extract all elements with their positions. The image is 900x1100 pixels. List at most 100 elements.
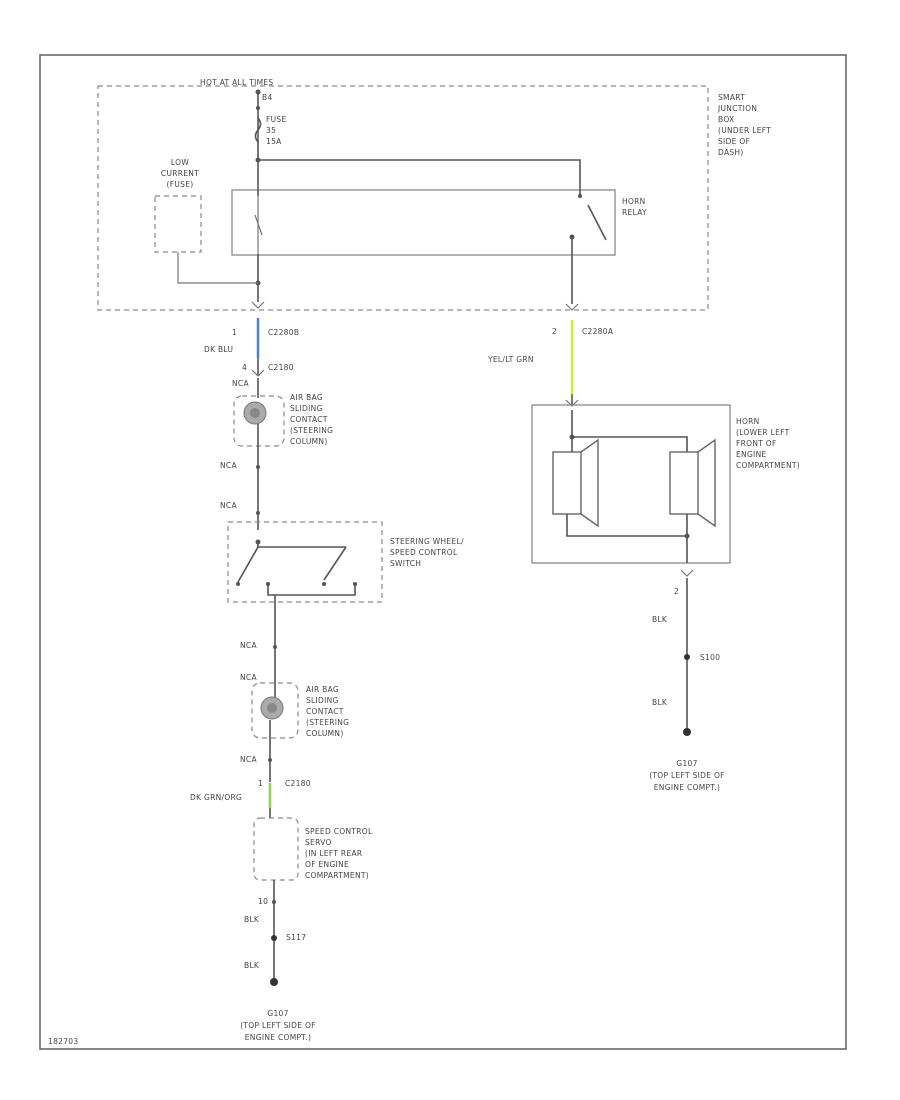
switch-label-3: SWITCH xyxy=(390,559,421,568)
pin-2b-label: 2 xyxy=(674,587,679,596)
clockspring-1-hub xyxy=(250,408,260,418)
nca-node-4 xyxy=(268,758,272,762)
airbag-sliding-contact-2 xyxy=(251,682,299,739)
fuse-35-symbol xyxy=(254,117,262,143)
g107-left-loc-2: ENGINE COMPT.) xyxy=(245,1033,311,1042)
c2280b-connector-symbol xyxy=(251,301,265,309)
fuse-top-node xyxy=(256,106,260,110)
horn-1-body xyxy=(552,451,582,515)
g107-right-loc-2: ENGINE COMPT.) xyxy=(654,783,720,792)
fuse-amperage: 15A xyxy=(266,137,282,146)
switch-return-wire xyxy=(267,584,356,596)
horn-relay-label-1: HORN xyxy=(622,197,646,206)
b4-label: B4 xyxy=(262,93,273,102)
airbag1-label-2: SLIDING xyxy=(290,404,323,413)
s117-label: S117 xyxy=(286,933,306,942)
airbag1-label-4: (STEERING xyxy=(290,426,333,435)
sjb-label-2: JUNCTION xyxy=(717,104,757,113)
horn-relay-label-2: RELAY xyxy=(622,208,647,217)
horn-feed-wire xyxy=(571,410,688,452)
horn-relay-box xyxy=(231,189,616,256)
c2180-label: C2180 xyxy=(268,363,294,372)
low-current-label-1: LOW xyxy=(171,158,189,167)
servo-label-4: OF ENGINE xyxy=(305,860,349,869)
pin-4-label: 4 xyxy=(242,363,247,372)
servo-label-5: COMPARTMENT) xyxy=(305,871,369,880)
low-current-wire xyxy=(177,252,258,284)
horn-2-icon xyxy=(697,438,716,528)
sjb-label-1: SMART xyxy=(718,93,745,102)
relay-feed-wire xyxy=(258,159,581,196)
smart-junction-box-outline xyxy=(97,85,709,311)
blk-label-3: BLK xyxy=(652,615,668,624)
switch-bus-wire xyxy=(257,542,346,548)
c2280a-label: C2280A xyxy=(582,327,614,336)
horn-switch-arm-1 xyxy=(237,546,259,583)
relay-contact-top xyxy=(578,194,582,198)
splice-s117 xyxy=(271,935,277,941)
horn1-return-wire xyxy=(566,514,687,537)
airbag2-label-3: CONTACT xyxy=(306,707,344,716)
horn-return-node xyxy=(684,533,690,539)
servo-label-3: (IN LEFT REAR xyxy=(305,849,362,858)
ground-g107-right xyxy=(683,728,691,736)
diagram-border xyxy=(39,54,847,1050)
horn-label-3: FRONT OF xyxy=(736,439,777,448)
nca-label-1: NCA xyxy=(232,379,249,388)
g107-right-loc-1: (TOP LEFT SIDE OF xyxy=(649,771,725,780)
speed-control-servo-outline xyxy=(253,817,299,881)
clockspring-2-hub xyxy=(267,703,277,713)
horn-relay-switch-arm xyxy=(587,204,607,241)
horn-assembly-box xyxy=(531,404,731,564)
horn-label-5: COMPARTMENT) xyxy=(736,461,800,470)
feed-node xyxy=(255,89,261,95)
g107-left-label: G107 xyxy=(267,1009,288,1018)
nca-label-2: NCA xyxy=(220,461,237,470)
servo-pin-node xyxy=(272,900,276,904)
c2280b-label: C2280B xyxy=(268,328,299,337)
s100-label: S100 xyxy=(700,653,720,662)
dk-blu-label: DK BLU xyxy=(204,345,233,354)
sjb-label-4: (UNDER LEFT xyxy=(718,126,771,135)
sjb-label-3: BOX xyxy=(718,115,734,124)
horn-2-body xyxy=(669,451,699,515)
horn-label-1: HORN xyxy=(736,417,760,426)
blk-label-1: BLK xyxy=(244,915,260,924)
nca-label-3: NCA xyxy=(220,501,237,510)
pin-1b-label: 1 xyxy=(258,779,263,788)
nca-label-5: NCA xyxy=(240,673,257,682)
nca-label-6: NCA xyxy=(240,755,257,764)
steering-wheel-switch-outline xyxy=(227,521,383,603)
splice-s100 xyxy=(684,654,690,660)
yel-lt-grn-label: YEL/LT GRN xyxy=(487,355,534,364)
horn-switch-arm-2 xyxy=(323,546,347,581)
c2180b-label: C2180 xyxy=(285,779,311,788)
g107-right-label: G107 xyxy=(676,759,697,768)
nca-node-3 xyxy=(273,645,277,649)
low-current-label-3: (FUSE) xyxy=(167,180,194,189)
airbag2-label-2: SLIDING xyxy=(306,696,339,705)
horn-label-4: ENGINE xyxy=(736,450,767,459)
blk-label-2: BLK xyxy=(244,961,260,970)
c2280a-connector-symbol xyxy=(565,303,579,311)
airbag-sliding-contact-1 xyxy=(233,395,285,447)
pin-10-label: 10 xyxy=(258,897,268,906)
figure-id: 182703 xyxy=(48,1037,78,1046)
servo-label-1: SPEED CONTROL xyxy=(305,827,373,836)
nca-label-4: NCA xyxy=(240,641,257,650)
servo-label-2: SERVO xyxy=(305,838,332,847)
pin-2-label: 2 xyxy=(552,327,557,336)
airbag2-label-4: (STEERING xyxy=(306,718,349,727)
switch-label-2: SPEED CONTROL xyxy=(390,548,458,557)
fuse-label: FUSE xyxy=(266,115,287,124)
sjb-label-6: DASH) xyxy=(718,148,744,157)
airbag1-label-5: COLUMN) xyxy=(290,437,328,446)
switch-label-1: STEERING WHEEL/ xyxy=(390,537,464,546)
airbag1-label-1: AIR BAG xyxy=(290,393,323,402)
horn-1-icon xyxy=(580,438,599,528)
dk-grn-org-label: DK GRN/ORG xyxy=(190,793,242,802)
low-current-label-2: CURRENT xyxy=(161,169,199,178)
horn-connector-symbol xyxy=(565,399,579,407)
ground-g107-left xyxy=(270,978,278,986)
